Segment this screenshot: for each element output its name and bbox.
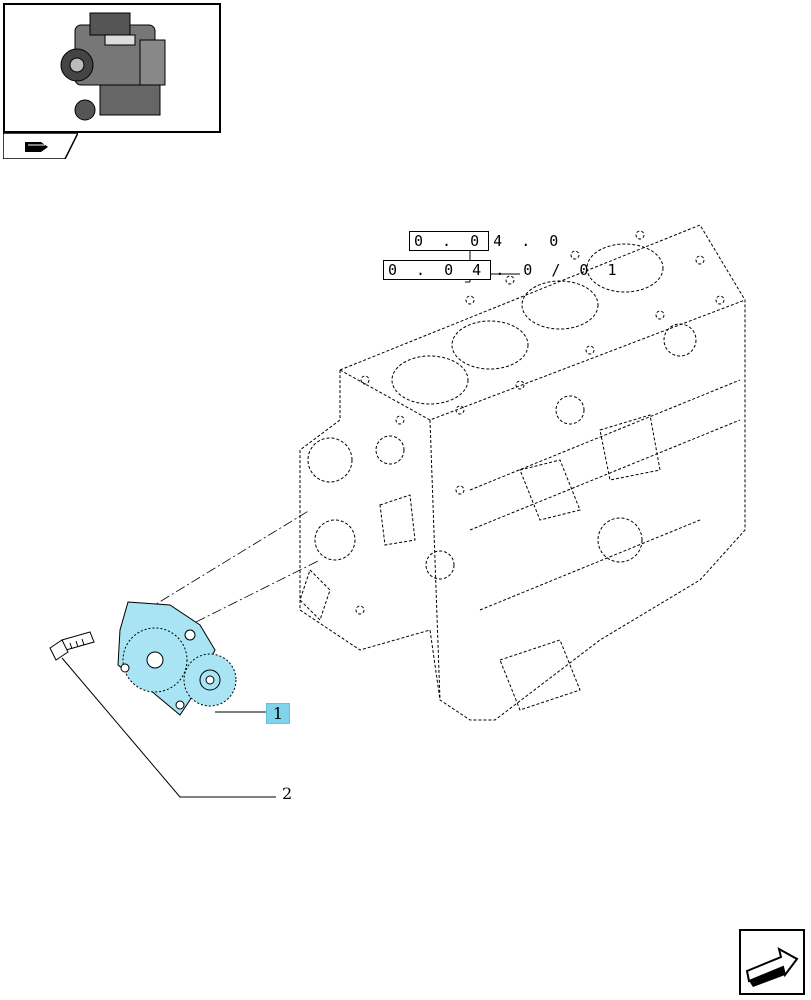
- cylinder-bore-2: [451, 320, 529, 370]
- reference-code-1[interactable]: 0 . 0 4 . 0: [409, 231, 563, 251]
- engine-thumbnail-icon: [60, 12, 166, 121]
- reference-code-1-boxed: 0 . 0: [409, 231, 490, 251]
- bolt-part: [49, 631, 95, 661]
- engine-block-top-edge: [339, 299, 746, 421]
- callout-1[interactable]: 1: [266, 703, 290, 724]
- reference-code-2-boxed: 0 . 0 4: [383, 260, 492, 280]
- engine-thumbnail[interactable]: [3, 3, 221, 133]
- book-arrow-icon: [3, 133, 78, 159]
- next-page-button[interactable]: [739, 929, 805, 995]
- leader-line-2: [61, 657, 276, 798]
- alignment-line-upper: [129, 509, 311, 621]
- thumbnail-tab[interactable]: [3, 133, 78, 159]
- alignment-line-lower: [179, 559, 321, 631]
- next-page-arrow-icon: [745, 947, 799, 987]
- cylinder-bore-1: [391, 355, 469, 405]
- callout-2[interactable]: 2: [282, 784, 293, 803]
- cylinder-bore-4: [586, 243, 664, 293]
- engine-block-outline: [299, 224, 746, 721]
- reference-code-2-rest: . 0 / 0 1: [495, 261, 622, 279]
- reference-code-1-rest: 4 . 0: [493, 232, 564, 250]
- oil-pump-part: [117, 601, 237, 716]
- reference-code-2[interactable]: 0 . 0 4 . 0 / 0 1: [383, 260, 622, 280]
- cylinder-bore-3: [521, 280, 599, 330]
